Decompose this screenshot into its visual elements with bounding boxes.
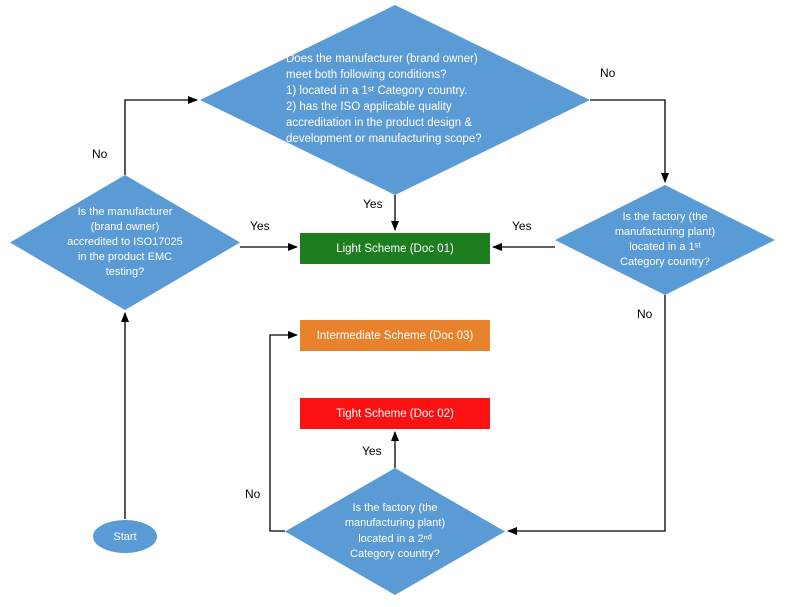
result-light-scheme: Light Scheme (Doc 01): [300, 233, 490, 264]
start-terminator: Start: [93, 520, 157, 553]
decision-factory-category2-text: Is the factory (the manufacturing plant)…: [344, 502, 446, 560]
edge-label-factory2-no: No: [245, 487, 261, 501]
decision-factory-category1-text: Is the factory (the manufacturing plant)…: [614, 210, 716, 269]
edge-conditions-no-to-factory1: [590, 99, 669, 183]
edge-label-emc-no: No: [92, 147, 108, 161]
edge-label-factory1-no: No: [637, 307, 653, 321]
result-tight-scheme-label: Tight Scheme (Doc 02): [336, 407, 454, 420]
decision-manufacturer-emc-text: Is the manufacturer (brand owner) accred…: [67, 205, 183, 279]
edge-factory2-no-to-intermediate: [269, 331, 298, 532]
decision-manufacturer-conditions-text: Does the manufacturer (brand owner) meet…: [286, 53, 482, 145]
edge-label-conditions-no: No: [600, 66, 616, 80]
result-intermediate-scheme-label: Intermediate Scheme (Doc 03): [316, 329, 474, 342]
result-tight-scheme: Tight Scheme (Doc 02): [300, 398, 490, 429]
edge-emc-no-to-conditions: [124, 96, 198, 175]
edge-label-emc-yes: Yes: [250, 219, 270, 233]
edge-label-factory1-yes: Yes: [512, 219, 532, 233]
edge-factory1-no-to-factory2: [507, 295, 666, 535]
edge-label-factory2-yes: Yes: [362, 444, 382, 458]
result-intermediate-scheme: Intermediate Scheme (Doc 03): [300, 320, 490, 351]
result-light-scheme-label: Light Scheme (Doc 01): [336, 242, 454, 255]
edge-label-conditions-yes: Yes: [363, 197, 383, 211]
start-terminator-label: Start: [113, 530, 137, 543]
